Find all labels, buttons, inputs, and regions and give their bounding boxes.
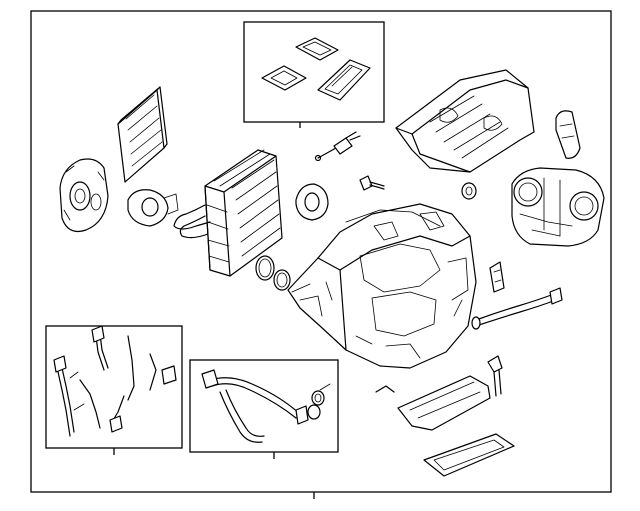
seal-kit-callout (243, 21, 385, 128)
refrigerant-line-kit-part (201, 369, 331, 443)
cover-gasket-part (423, 433, 515, 477)
clip-part (489, 261, 505, 293)
blower-motor-resistor-part (127, 189, 179, 227)
bolt-part (359, 175, 385, 191)
expansion-valve-part (295, 183, 329, 221)
upper-duct-cover-part (395, 69, 535, 173)
blower-assembly-part (511, 167, 605, 247)
evaporator-core-part (173, 149, 283, 277)
aspirator-hose-part (471, 287, 563, 330)
temperature-sensor-part (314, 131, 361, 162)
clip-part-lower (375, 385, 395, 393)
o-rings-part (255, 255, 291, 291)
wiring-harness-kit-part (53, 325, 177, 437)
blower-motor-upper-part (59, 158, 109, 233)
main-hvac-case-part (287, 203, 477, 369)
grommet-part (461, 182, 477, 200)
drain-tube-part (487, 355, 503, 397)
seal-kit-part (261, 37, 371, 101)
diagram-frame (30, 10, 612, 499)
cabin-air-filter-part (117, 86, 168, 183)
lower-cover-plate-part (397, 375, 491, 431)
wiring-harness-kit-callout (45, 325, 183, 455)
actuator-part (555, 110, 581, 159)
refrigerant-line-kit-callout (189, 359, 339, 459)
